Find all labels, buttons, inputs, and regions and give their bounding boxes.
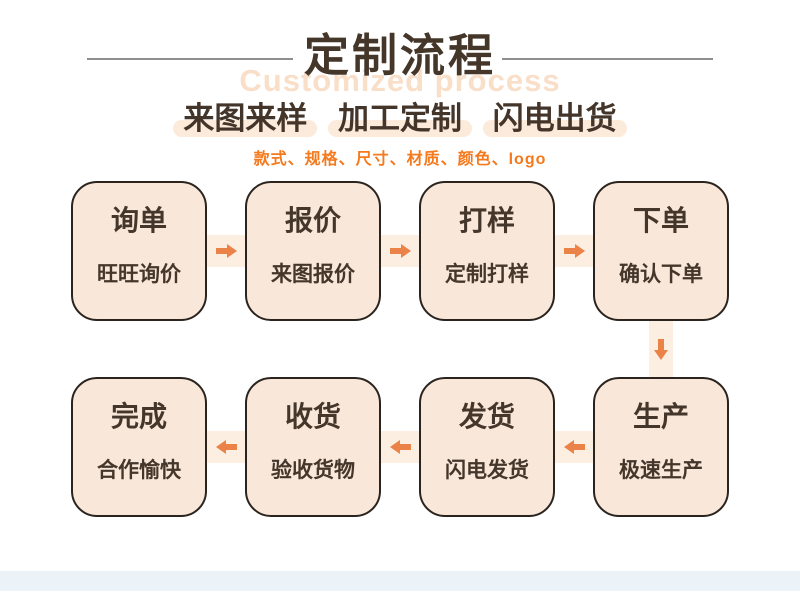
connector-sample-order — [554, 235, 594, 267]
arrow-right-icon — [563, 244, 585, 258]
arrow-right-icon — [215, 244, 237, 258]
tagline: 来图来样 加工定制 闪电出货 — [0, 100, 800, 138]
tagline-phrase-processing: 加工定制 — [328, 101, 472, 138]
step-title: 下单 — [632, 205, 689, 236]
connector-receiving-complete — [206, 431, 246, 463]
connector-shipping-receiving — [380, 431, 420, 463]
step-subtitle: 确认下单 — [619, 263, 703, 287]
step-box-complete: 完成 合作愉快 — [71, 377, 207, 517]
arrow-right-icon — [389, 244, 411, 258]
connector-quote-sample — [380, 235, 420, 267]
step-box-receiving: 收货 验收货物 — [245, 377, 381, 517]
step-box-production: 生产 极速生产 — [593, 377, 729, 517]
step-subtitle: 验收货物 — [271, 459, 355, 483]
step-box-sample: 打样 定制打样 — [419, 181, 555, 321]
step-title: 生产 — [632, 401, 689, 432]
arrow-left-icon — [563, 440, 585, 454]
step-subtitle: 合作愉快 — [97, 459, 181, 483]
step-box-order: 下单 确认下单 — [593, 181, 729, 321]
step-subtitle: 来图报价 — [271, 263, 355, 287]
step-title: 打样 — [458, 205, 515, 236]
title-divider-right — [502, 58, 713, 60]
arrow-down-icon — [654, 338, 668, 360]
step-subtitle: 极速生产 — [619, 459, 703, 483]
step-title: 收货 — [284, 401, 341, 432]
arrow-left-icon — [389, 440, 411, 454]
tagline-phrase-shipping: 闪电出货 — [482, 101, 627, 138]
step-subtitle: 闪电发货 — [445, 459, 529, 483]
step-subtitle: 定制打样 — [445, 263, 529, 287]
step-box-shipping: 发货 闪电发货 — [419, 377, 555, 517]
page-title: 定制流程 — [303, 30, 496, 81]
feature-list: 款式、规格、尺寸、材质、颜色、logo — [253, 151, 547, 168]
step-title: 完成 — [110, 401, 167, 432]
bottom-accent-bar — [0, 571, 800, 591]
step-box-inquiry: 询单 旺旺询价 — [71, 181, 207, 321]
step-title: 发货 — [458, 401, 515, 432]
title-divider-left — [87, 58, 293, 60]
step-title: 报价 — [284, 205, 341, 236]
connector-inquiry-quote — [206, 235, 246, 267]
connector-order-production — [649, 319, 673, 379]
arrow-left-icon — [215, 440, 237, 454]
page-title-english: Customized process — [239, 63, 561, 98]
step-box-quote: 报价 来图报价 — [245, 181, 381, 321]
connector-production-shipping — [554, 431, 594, 463]
step-title: 询单 — [110, 205, 167, 236]
step-subtitle: 旺旺询价 — [97, 263, 181, 287]
tagline-phrase-samples: 来图来样 — [173, 101, 318, 138]
